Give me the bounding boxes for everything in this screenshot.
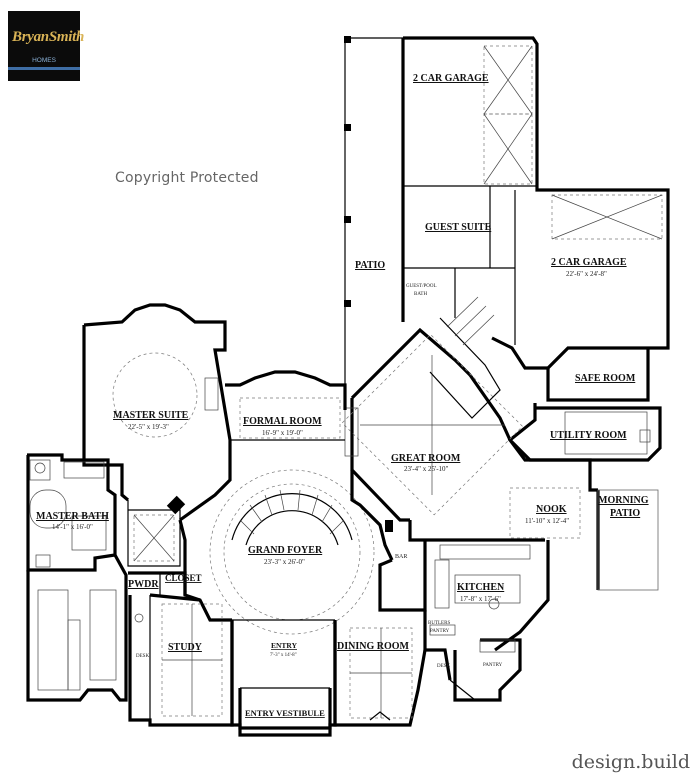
- room-dim-formal-room: 16'-9" x 19'-0": [262, 429, 303, 437]
- room-label-pwdr: PWDR: [128, 579, 159, 590]
- room-dim-grand-foyer: 23'-3" x 26'-0": [264, 558, 305, 566]
- room-label-master-suite: MASTER SUITE: [113, 410, 189, 421]
- copyright-notice: Copyright Protected: [115, 170, 259, 186]
- room-label-2-car-garage-top: 2 CAR GARAGE: [413, 73, 489, 84]
- room-dim-entry: 7'-3" x 14'-8": [270, 653, 297, 658]
- design-build-watermark: design.build: [571, 751, 690, 773]
- logo-accent-bar: [8, 67, 80, 70]
- room-dim-2-car-garage-right: 22'-6" x 24'-8": [566, 270, 607, 278]
- room-label-study-desk: DESK: [136, 654, 149, 659]
- room-label-utility-room: UTILITY ROOM: [550, 430, 627, 441]
- room-label-dining-room: DINING ROOM: [337, 641, 410, 652]
- room-label-great-room: GREAT ROOM: [391, 453, 461, 464]
- room-label-morning-patio-line2: PATIO: [610, 508, 640, 519]
- room-dim-kitchen: 17'-8" x 17'-6": [460, 595, 501, 603]
- room-label-guest-suite: GUEST SUITE: [425, 222, 492, 233]
- room-label-formal-room: FORMAL ROOM: [243, 416, 322, 427]
- room-label-patio: PATIO: [355, 260, 385, 271]
- room-label-kitchen: KITCHEN: [457, 582, 505, 593]
- room-label-guest-pool-bath-line1: GUEST/POOL: [406, 284, 437, 289]
- kitchen-walls: [378, 540, 531, 702]
- logo-brand-text: BryanSmith: [12, 29, 85, 45]
- room-label-nook: NOOK: [536, 504, 567, 515]
- room-label-safe-room: SAFE ROOM: [575, 373, 636, 384]
- room-dim-nook: 11'-10" x 12'-4": [525, 517, 569, 525]
- logo-sub-text: HOMES: [32, 57, 56, 64]
- room-label-entry: ENTRY: [271, 641, 298, 650]
- room-label-entry-vestibule: ENTRY VESTIBULE: [245, 708, 325, 718]
- room-label-morning-patio-line1: MORNING: [598, 495, 649, 506]
- garage-wing-walls: [344, 36, 670, 462]
- room-label-grand-foyer: GRAND FOYER: [248, 545, 323, 556]
- room-label-pantry: PANTRY: [483, 663, 503, 668]
- room-label-master-bath: MASTER BATH: [36, 511, 109, 522]
- room-label-closet: CLOSET: [165, 573, 202, 583]
- room-dim-great-room: 23'-4" x 25'-10": [404, 465, 449, 473]
- entry-walls: [230, 620, 427, 737]
- room-label-2-car-garage-right: 2 CAR GARAGE: [551, 257, 627, 268]
- room-label-butlers-pantry-line1: BUTLERS: [428, 621, 450, 626]
- bryan-smith-homes-logo: BryanSmith HOMES: [8, 11, 84, 81]
- master-wing-walls: [26, 303, 232, 702]
- room-label-guest-pool-bath-line2: BATH: [414, 292, 427, 297]
- room-label-butlers-pantry-line2: PANTRY: [430, 629, 450, 634]
- room-dim-master-suite: 22'-5" x 19'-3": [128, 423, 169, 431]
- room-label-study: STUDY: [168, 642, 203, 653]
- room-label-kitchen-desk: DESK: [437, 664, 450, 669]
- great-room-walls: [341, 296, 659, 652]
- room-dim-master-bath: 14'-1" x 16'-0": [52, 523, 93, 531]
- room-label-bar: BAR: [395, 554, 407, 560]
- foyer-walls: [166, 370, 394, 635]
